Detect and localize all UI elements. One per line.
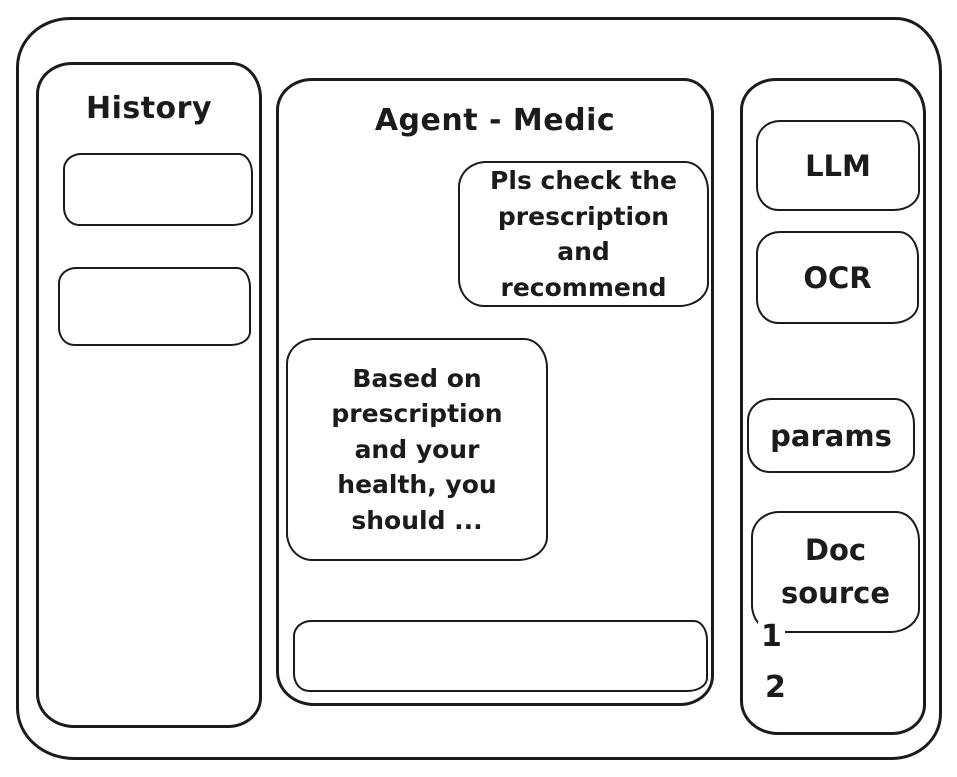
llm-button[interactable]: LLM — [756, 120, 920, 211]
params-button[interactable]: params — [747, 398, 915, 473]
history-title: History — [85, 91, 213, 126]
history-item[interactable] — [63, 153, 253, 226]
assistant-message-bubble: Based on prescription and your health, y… — [286, 338, 548, 561]
doc-source-item-2[interactable]: 2 — [762, 673, 789, 703]
doc-source-item-1[interactable]: 1 — [758, 622, 785, 652]
history-item[interactable] — [58, 267, 251, 346]
chat-panel: Agent - Medic Pls check the prescription… — [276, 78, 714, 706]
doc-source-button[interactable]: Doc source — [751, 511, 920, 633]
ocr-button[interactable]: OCR — [756, 231, 919, 324]
tools-panel: LLM OCR params Doc source 1 2 — [740, 78, 926, 735]
history-panel: History — [36, 62, 262, 728]
chat-title: Agent - Medic — [374, 103, 616, 138]
user-message-bubble: Pls check the prescription and recommend — [458, 161, 709, 307]
chat-input[interactable] — [293, 620, 708, 692]
